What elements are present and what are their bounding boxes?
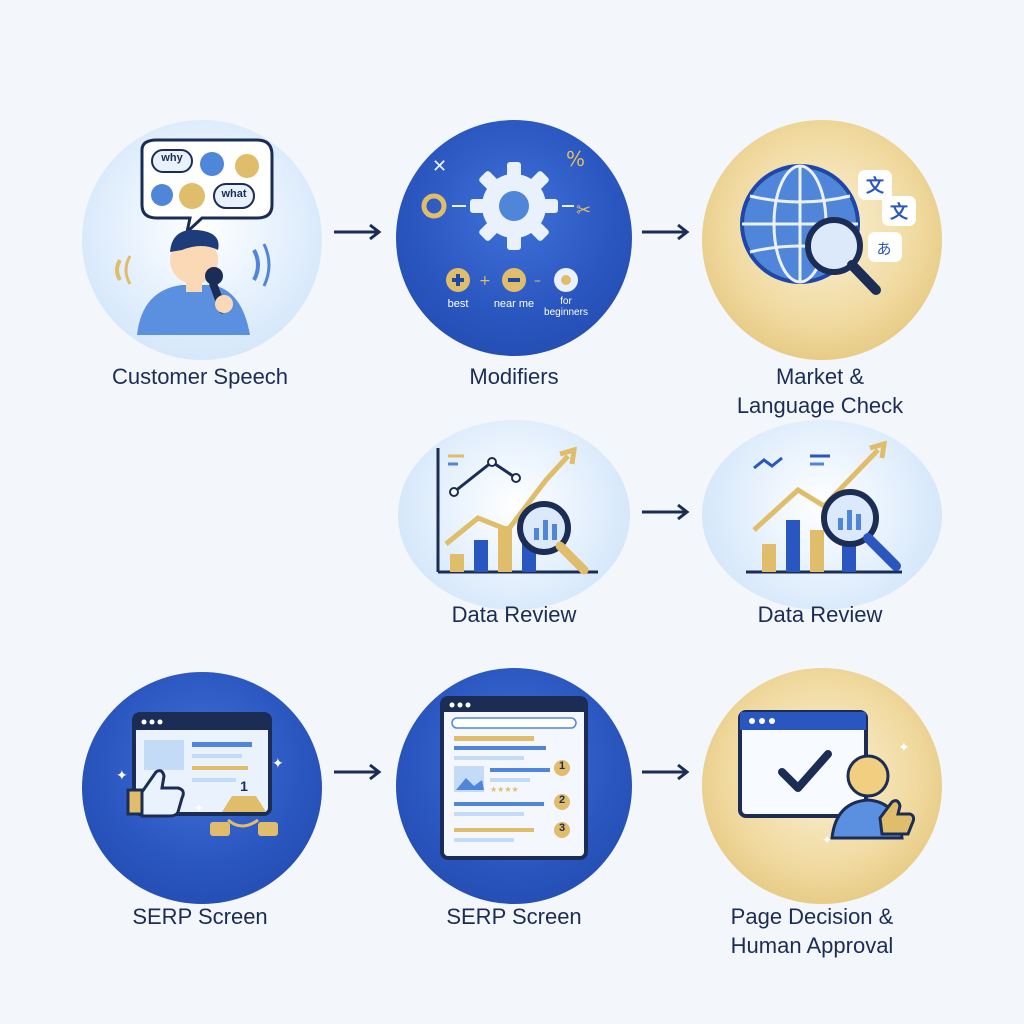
modifier-chip-for-beginners: for beginners xyxy=(544,296,588,318)
step-label-market-language-check: Market & Language Check xyxy=(736,364,904,418)
translate-glyph: 文 xyxy=(866,176,884,196)
arrow-icon xyxy=(642,763,690,781)
svg-text:✦: ✦ xyxy=(822,833,832,847)
serp-screen-illustration: ✦ ✦ ✦ xyxy=(116,712,284,836)
data-review-magnifier-illustration xyxy=(746,440,902,574)
svg-text:%: % xyxy=(566,147,585,171)
svg-text:✦: ✦ xyxy=(194,801,204,815)
modifier-chip-near-me: near me xyxy=(493,298,535,310)
data-review-circle-1 xyxy=(398,420,630,610)
step-label-data-review-1: Data Review xyxy=(451,602,577,627)
step-label-data-review-2: Data Review xyxy=(757,602,883,627)
step-label-serp-screen-1: SERP Screen xyxy=(132,904,268,929)
arrow-icon xyxy=(334,223,382,241)
customer-speech-illustration xyxy=(115,138,274,335)
svg-text:✦: ✦ xyxy=(116,768,128,784)
modifier-chip-best: best xyxy=(447,298,469,310)
svg-text:–: – xyxy=(534,273,541,289)
translate-glyph-secondary: 文 xyxy=(890,202,908,222)
rank-number-2: 2 xyxy=(558,794,566,806)
svg-text:✕: ✕ xyxy=(432,156,447,177)
what-bubble-text: what xyxy=(221,188,247,200)
step-label-serp-screen-2: SERP Screen xyxy=(446,904,582,929)
modifiers-illustration: % ✕ ✂ + – xyxy=(421,147,591,292)
page-decision-illustration: ✦ ✦ xyxy=(738,710,916,847)
serp-results-illustration: ★★★★ xyxy=(440,696,588,860)
rank-number-3: 3 xyxy=(558,822,566,834)
customer-speech-circle: why what xyxy=(82,120,322,360)
step-label-customer-speech: Customer Speech xyxy=(111,364,289,389)
page-decision-circle: ✦ ✦ xyxy=(702,668,942,904)
why-bubble-text: why xyxy=(161,152,183,164)
svg-text:✂: ✂ xyxy=(576,200,591,221)
svg-text:★★★★: ★★★★ xyxy=(490,785,519,794)
svg-text:+: + xyxy=(479,273,491,289)
step-label-page-decision: Page Decision & Human Approval xyxy=(730,904,894,958)
rank-number-1: 1 xyxy=(558,760,566,772)
arrow-icon xyxy=(334,763,382,781)
svg-text:✦: ✦ xyxy=(898,740,910,756)
step-label-modifiers: Modifiers xyxy=(469,364,559,389)
arrow-icon xyxy=(642,503,690,521)
serp-screen-circle-2: ★★★★ 1 2 3 xyxy=(396,668,632,904)
data-review-circle-2 xyxy=(702,420,942,610)
serp-screen-circle-1: ✦ ✦ ✦ 1 xyxy=(82,672,322,904)
market-language-illustration: あ xyxy=(740,164,916,295)
svg-text:あ: あ xyxy=(876,240,891,258)
modifiers-circle: % ✕ ✂ + – best near me for beginners xyxy=(396,120,632,356)
arrow-icon xyxy=(642,223,690,241)
data-review-chart-illustration xyxy=(436,446,598,575)
svg-text:✦: ✦ xyxy=(272,756,284,772)
market-language-circle: あ 文 文 xyxy=(702,120,942,360)
rank-badge-text: 1 xyxy=(240,778,248,794)
